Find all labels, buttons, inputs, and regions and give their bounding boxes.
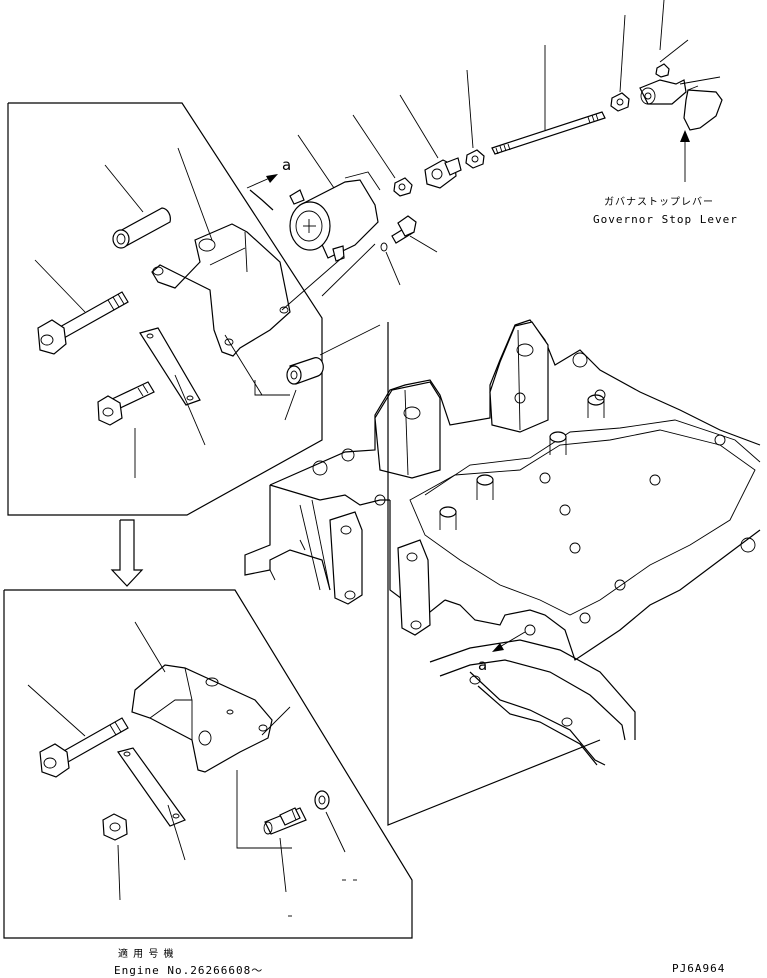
rod-end-nut [610,92,630,112]
lever-joint [639,79,687,105]
upper-bracket [151,223,291,357]
transition-arrow [110,519,144,587]
joint-bolt [380,215,417,252]
rod-joint [424,157,462,189]
connection-frame [387,322,601,826]
view-mark-bottom: a [478,656,488,674]
cylinder-head [244,319,761,661]
lower-frame [429,639,636,766]
stop-solenoid [289,171,381,262]
governor-pointer-arrow [680,130,690,182]
engine-serial: Engine No.26266608～ [114,964,264,977]
lower-bracket [131,664,273,773]
stop-rod [491,111,606,155]
applicability-label: 適 用 号 機 [118,949,175,960]
governor-stop-lever [683,85,723,131]
solenoid-nut [393,177,413,197]
view-arrow-bottom [492,631,526,652]
governor-label-en: Governor Stop Lever [593,213,738,226]
view-arrow-top [246,174,278,189]
spacer-sleeve [112,207,171,249]
view-mark-top: a [282,156,292,174]
lever-nut [655,63,670,78]
lower-stay-plate [117,747,186,827]
upper-short-bolt [97,381,155,426]
stay-plate [139,327,201,406]
lower-washer [314,790,330,810]
rod-locknut [465,149,485,169]
lower-flange-nut [102,813,128,841]
collar [286,357,324,385]
lower-detail-frame [3,589,413,939]
governor-label-jp: ガバナストップレバー [604,197,714,208]
lower-long-bolt [39,717,129,778]
upper-long-bolt [37,291,129,355]
upper-detail-frame [7,102,323,516]
drawing-code: PJ6A964 [672,962,726,975]
lower-stud-bolt [263,807,307,835]
